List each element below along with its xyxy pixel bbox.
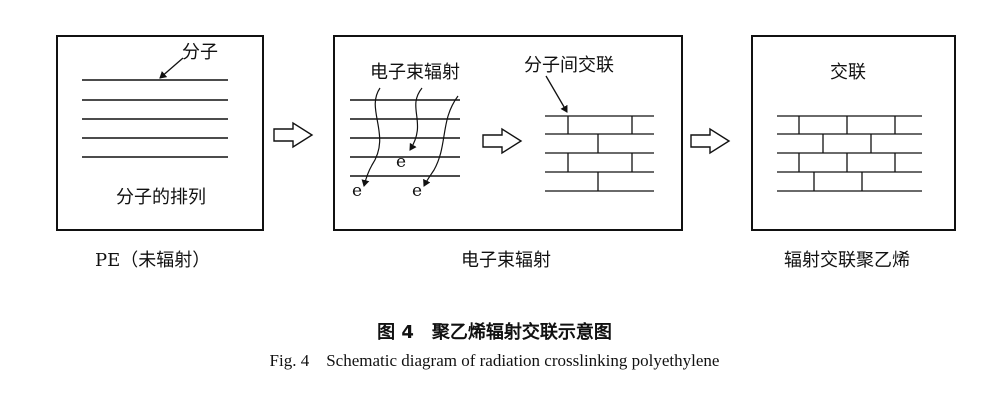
pe-panel xyxy=(56,35,264,231)
beam-label: 电子束辐射 xyxy=(370,62,460,83)
crosslinked-label: 交联 xyxy=(830,62,866,83)
molecule-label: 分子 xyxy=(182,42,218,63)
crosslinked-caption: 辐射交联聚乙烯 xyxy=(784,250,910,271)
electron-label-3: e xyxy=(412,181,423,201)
crosslink-label: 分子间交联 xyxy=(524,55,614,76)
pe-caption: PE（未辐射） xyxy=(95,250,211,271)
crosslinked-panel xyxy=(751,35,956,231)
irradiation-panel xyxy=(333,35,683,231)
electron-tracks xyxy=(361,87,459,187)
flow-arrow-3 xyxy=(690,127,731,155)
molecule-pointer-arrow xyxy=(159,57,184,79)
flow-arrow-1 xyxy=(273,121,314,149)
figure-caption-zh: 图 4 聚乙烯辐射交联示意图 xyxy=(377,322,612,343)
irradiation-caption: 电子束辐射 xyxy=(461,250,551,271)
crosslink-pointer-arrow xyxy=(545,75,568,113)
arrangement-label: 分子的排列 xyxy=(116,187,206,208)
electron-label-1: e xyxy=(396,152,407,172)
crosslink-network-large xyxy=(777,115,922,192)
crosslink-network-small xyxy=(545,115,654,192)
electron-label-2: e xyxy=(352,181,363,201)
figure-caption-en: Fig. 4 Schematic diagram of radiation cr… xyxy=(269,351,720,370)
flow-arrow-2 xyxy=(482,127,523,155)
irradiated-molecule-lines xyxy=(350,99,460,177)
pe-molecule-lines xyxy=(82,79,228,158)
